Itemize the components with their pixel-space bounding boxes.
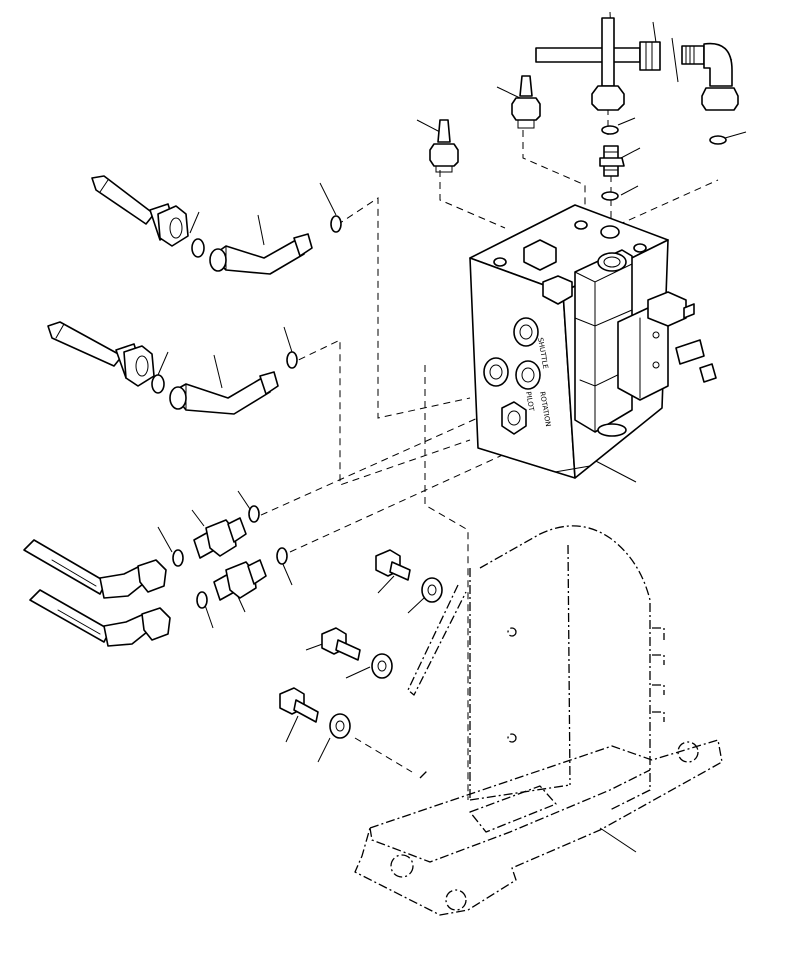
hose-assembly-1 [91, 175, 189, 247]
plug-nut [501, 401, 527, 435]
top-hydraulic-hose [535, 17, 661, 111]
bolt-2 [321, 627, 361, 661]
breather-fitting-right [511, 75, 541, 129]
base-plate [354, 739, 723, 916]
mounting-bracket [407, 525, 665, 811]
o-ring-1a [191, 238, 205, 258]
elbow-fitting-2 [169, 371, 279, 415]
o-ring-2a [151, 374, 165, 394]
o-ring-2b [286, 351, 298, 369]
bolt-3 [279, 687, 319, 723]
top-plug-1 [523, 239, 557, 271]
port-2 [515, 360, 541, 390]
washer-1 [421, 577, 443, 603]
hose-assembly-3 [23, 539, 167, 599]
top-plug-2 [542, 275, 573, 305]
block-marking-pilot: PILOT [524, 391, 535, 413]
assembly-dashed-lines [249, 108, 719, 800]
o-ring-3a [172, 549, 184, 567]
washer-3 [329, 713, 351, 739]
port-1 [513, 317, 539, 347]
hose-assembly-4 [29, 589, 171, 647]
solenoid-valve [574, 249, 717, 437]
o-ring-3b [248, 505, 260, 523]
elbow-fitting-top [681, 42, 739, 111]
straight-adapter-2 [213, 559, 267, 601]
o-rings-top [601, 125, 727, 201]
hose-assembly-2 [47, 321, 155, 387]
port-3 [483, 357, 509, 387]
o-ring-4a [196, 591, 208, 609]
o-ring-4b [276, 547, 288, 565]
washer-2 [371, 653, 393, 679]
elbow-fitting-1 [209, 233, 313, 275]
o-ring-1b [330, 215, 342, 233]
adapter-fitting-top [599, 145, 625, 177]
leader-lines [157, 11, 747, 853]
straight-adapter-1 [193, 517, 247, 559]
breather-fitting-left [429, 119, 459, 173]
bolt-1 [375, 549, 411, 581]
